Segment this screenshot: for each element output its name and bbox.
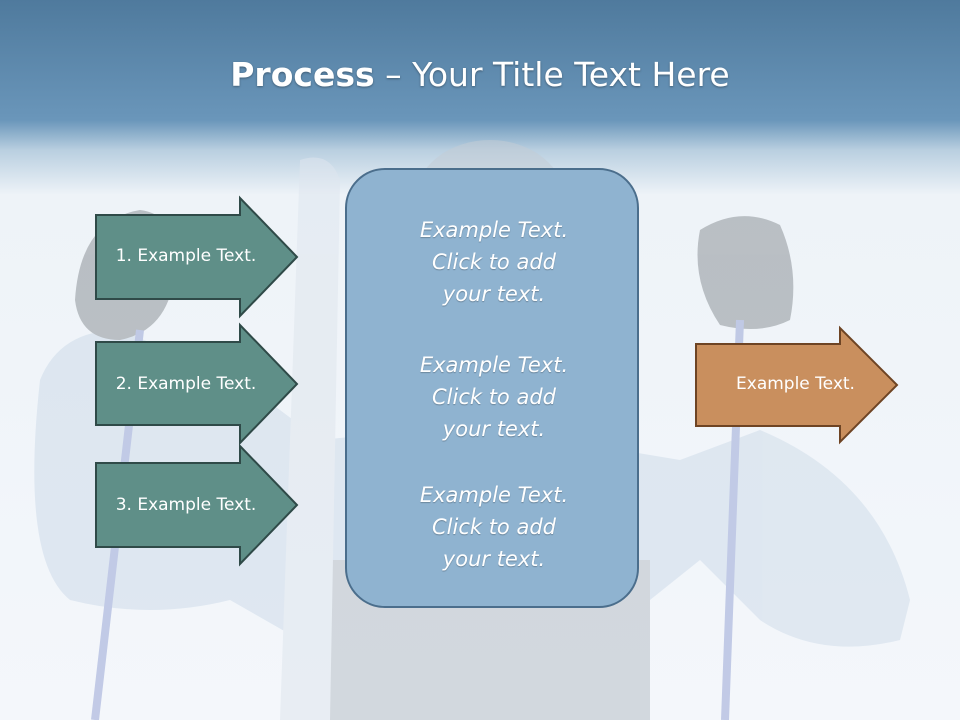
center-text-line: Click to add <box>431 515 556 539</box>
left-arrow-label-2: 2. Example Text. <box>115 374 257 394</box>
center-text-line: Click to add <box>431 250 556 274</box>
left-arrow-label-1: 1. Example Text. <box>115 246 257 266</box>
left-arrow-shape-3[interactable] <box>95 443 299 567</box>
left-arrow-shape-2[interactable] <box>95 322 299 446</box>
center-text-line: Example Text. <box>419 218 569 242</box>
center-text-line: Example Text. <box>419 353 569 377</box>
center-text-block-1: Example Text. Click to add your text. <box>347 214 641 310</box>
center-text-block-2: Example Text. Click to add your text. <box>347 349 641 445</box>
center-text-box[interactable]: Example Text. Click to add your text. Ex… <box>345 168 639 608</box>
center-text-line: your text. <box>442 547 546 571</box>
center-text-line: Click to add <box>431 385 556 409</box>
center-text-block-3: Example Text. Click to add your text. <box>347 479 641 575</box>
center-text-line: your text. <box>442 417 546 441</box>
center-text-line: your text. <box>442 282 546 306</box>
slide-title[interactable]: Process – Your Title Text Here <box>0 52 960 98</box>
title-rest: Your Title Text Here <box>412 55 730 94</box>
title-bold-part: Process <box>230 55 375 94</box>
left-arrow-label-3: 3. Example Text. <box>115 495 257 515</box>
right-arrow-shape[interactable] <box>695 325 899 445</box>
center-text-line: Example Text. <box>419 483 569 507</box>
right-arrow-label: Example Text. <box>736 374 855 394</box>
title-dash: – <box>374 55 413 94</box>
left-arrow-shape-1[interactable] <box>95 195 299 319</box>
